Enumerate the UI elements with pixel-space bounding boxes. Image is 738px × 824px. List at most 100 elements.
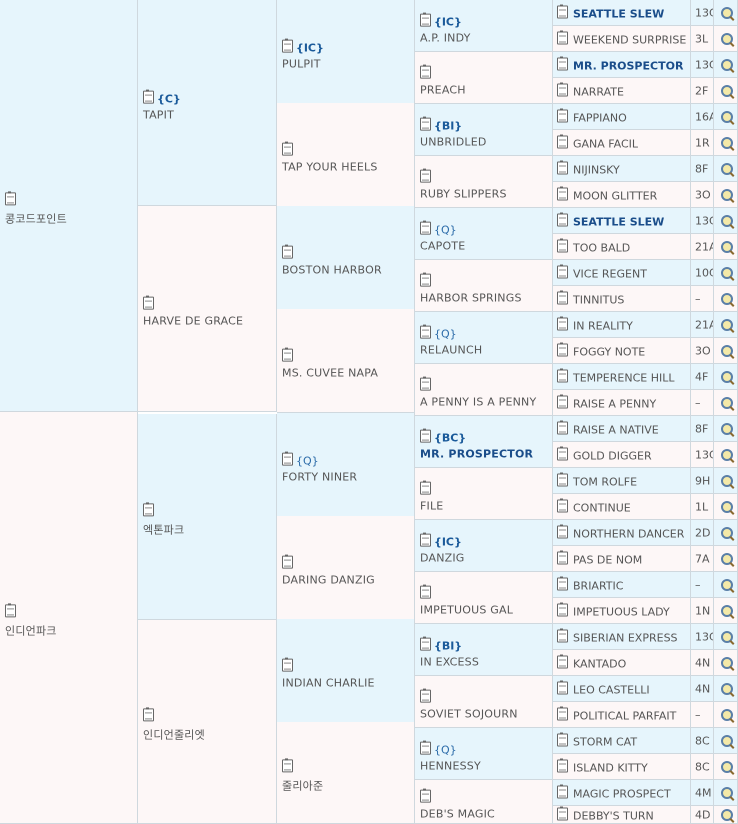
- clipboard-icon[interactable]: [557, 628, 568, 642]
- horse-name-link[interactable]: SEATTLE SLEW: [573, 7, 665, 20]
- clipboard-icon[interactable]: [420, 740, 431, 755]
- horse-name-link[interactable]: 줄리아준: [282, 778, 324, 792]
- magnifier-search-icon[interactable]: [721, 292, 733, 305]
- horse-name-link[interactable]: DEB'S MAGIC: [420, 807, 495, 821]
- horse-name-link[interactable]: BRIARTIC: [573, 579, 624, 592]
- horse-name-link[interactable]: IN REALITY: [573, 319, 633, 332]
- horse-name-link[interactable]: DARING DANZIG: [282, 573, 375, 587]
- magnifier-search-icon[interactable]: [721, 630, 733, 643]
- clipboard-icon[interactable]: [557, 56, 568, 70]
- clipboard-icon[interactable]: [282, 657, 293, 672]
- magnifier-search-icon[interactable]: [721, 6, 733, 19]
- horse-name-link[interactable]: HENNESSY: [420, 759, 481, 773]
- horse-name-link[interactable]: RAISE A NATIVE: [573, 423, 659, 436]
- clipboard-icon[interactable]: [557, 342, 568, 356]
- horse-name-link[interactable]: DANZIG: [420, 551, 465, 565]
- clipboard-icon[interactable]: [420, 480, 431, 495]
- horse-name-link[interactable]: TINNITUS: [573, 293, 625, 306]
- magnifier-search-icon[interactable]: [721, 734, 733, 747]
- horse-name-link[interactable]: 인디언줄리엣: [143, 727, 205, 741]
- clipboard-icon[interactable]: [143, 706, 154, 721]
- magnifier-search-icon[interactable]: [721, 474, 733, 487]
- magnifier-search-icon[interactable]: [721, 396, 733, 409]
- horse-name-link[interactable]: FORTY NINER: [282, 470, 358, 484]
- clipboard-icon[interactable]: [557, 472, 568, 486]
- clipboard-icon[interactable]: [420, 324, 431, 339]
- horse-name-link[interactable]: INDIAN CHARLIE: [282, 676, 375, 690]
- magnifier-search-icon[interactable]: [721, 110, 733, 123]
- horse-name-link[interactable]: FOGGY NOTE: [573, 345, 646, 358]
- clipboard-icon[interactable]: [420, 220, 431, 235]
- horse-name-link[interactable]: MR. PROSPECTOR: [420, 447, 534, 461]
- clipboard-icon[interactable]: [282, 38, 293, 53]
- magnifier-search-icon[interactable]: [721, 786, 733, 799]
- horse-name-link[interactable]: WEEKEND SURPRISE: [573, 33, 687, 46]
- horse-name-link[interactable]: 콩코드포인트: [5, 211, 67, 225]
- clipboard-icon[interactable]: [557, 394, 568, 408]
- horse-name-link[interactable]: FILE: [420, 499, 444, 513]
- horse-name-link[interactable]: IN EXCESS: [420, 655, 480, 669]
- horse-name-link[interactable]: IMPETUOUS LADY: [573, 605, 670, 618]
- magnifier-search-icon[interactable]: [721, 656, 733, 669]
- horse-name-link[interactable]: VICE REGENT: [573, 267, 647, 280]
- clipboard-icon[interactable]: [557, 732, 568, 746]
- clipboard-icon[interactable]: [557, 290, 568, 304]
- horse-name-link[interactable]: MS. CUVEE NAPA: [282, 366, 379, 380]
- horse-name-link[interactable]: BOSTON HARBOR: [282, 263, 382, 277]
- magnifier-search-icon[interactable]: [721, 32, 733, 45]
- clipboard-icon[interactable]: [557, 212, 568, 226]
- horse-name-link[interactable]: A PENNY IS A PENNY: [420, 395, 537, 409]
- horse-name-link[interactable]: TAPIT: [143, 108, 174, 122]
- magnifier-search-icon[interactable]: [721, 578, 733, 591]
- clipboard-icon[interactable]: [420, 532, 431, 547]
- horse-name-link[interactable]: RUBY SLIPPERS: [420, 187, 507, 201]
- horse-name-link[interactable]: HARBOR SPRINGS: [420, 291, 522, 305]
- horse-name-link[interactable]: CONTINUE: [573, 501, 631, 514]
- horse-name-link[interactable]: RAISE A PENNY: [573, 397, 657, 410]
- clipboard-icon[interactable]: [557, 108, 568, 122]
- clipboard-icon[interactable]: [557, 446, 568, 460]
- magnifier-search-icon[interactable]: [721, 526, 733, 539]
- magnifier-search-icon[interactable]: [721, 136, 733, 149]
- clipboard-icon[interactable]: [557, 654, 568, 668]
- magnifier-search-icon[interactable]: [721, 708, 733, 721]
- horse-name-link[interactable]: GANA FACIL: [573, 137, 639, 150]
- clipboard-icon[interactable]: [557, 524, 568, 538]
- horse-name-link[interactable]: POLITICAL PARFAIT: [573, 709, 677, 722]
- horse-name-link[interactable]: MAGIC PROSPECT: [573, 787, 671, 800]
- horse-name-link[interactable]: FAPPIANO: [573, 111, 627, 124]
- horse-name-link[interactable]: PULPIT: [282, 57, 321, 71]
- horse-name-link[interactable]: GOLD DIGGER: [573, 449, 652, 462]
- clipboard-icon[interactable]: [557, 806, 568, 820]
- magnifier-search-icon[interactable]: [721, 370, 733, 383]
- clipboard-icon[interactable]: [420, 584, 431, 599]
- clipboard-icon[interactable]: [420, 428, 431, 443]
- magnifier-search-icon[interactable]: [721, 552, 733, 565]
- clipboard-icon[interactable]: [557, 368, 568, 382]
- horse-name-link[interactable]: A.P. INDY: [420, 31, 471, 45]
- horse-name-link[interactable]: RELAUNCH: [420, 343, 483, 357]
- clipboard-icon[interactable]: [557, 238, 568, 252]
- clipboard-icon[interactable]: [557, 316, 568, 330]
- clipboard-icon[interactable]: [557, 576, 568, 590]
- clipboard-icon[interactable]: [282, 244, 293, 259]
- clipboard-icon[interactable]: [143, 501, 154, 516]
- horse-name-link[interactable]: MOON GLITTER: [573, 189, 658, 202]
- clipboard-icon[interactable]: [282, 141, 293, 156]
- magnifier-search-icon[interactable]: [721, 240, 733, 253]
- clipboard-icon[interactable]: [557, 160, 568, 174]
- clipboard-icon[interactable]: [5, 190, 16, 205]
- clipboard-icon[interactable]: [557, 680, 568, 694]
- clipboard-icon[interactable]: [557, 4, 568, 18]
- magnifier-search-icon[interactable]: [721, 448, 733, 461]
- clipboard-icon[interactable]: [420, 64, 431, 79]
- horse-name-link[interactable]: TEMPERENCE HILL: [573, 371, 675, 384]
- clipboard-icon[interactable]: [557, 550, 568, 564]
- magnifier-search-icon[interactable]: [721, 422, 733, 435]
- clipboard-icon[interactable]: [557, 82, 568, 96]
- horse-name-link[interactable]: TOM ROLFE: [573, 475, 638, 488]
- clipboard-icon[interactable]: [557, 264, 568, 278]
- clipboard-icon[interactable]: [557, 784, 568, 798]
- clipboard-icon[interactable]: [420, 272, 431, 287]
- horse-name-link[interactable]: TOO BALD: [573, 241, 631, 254]
